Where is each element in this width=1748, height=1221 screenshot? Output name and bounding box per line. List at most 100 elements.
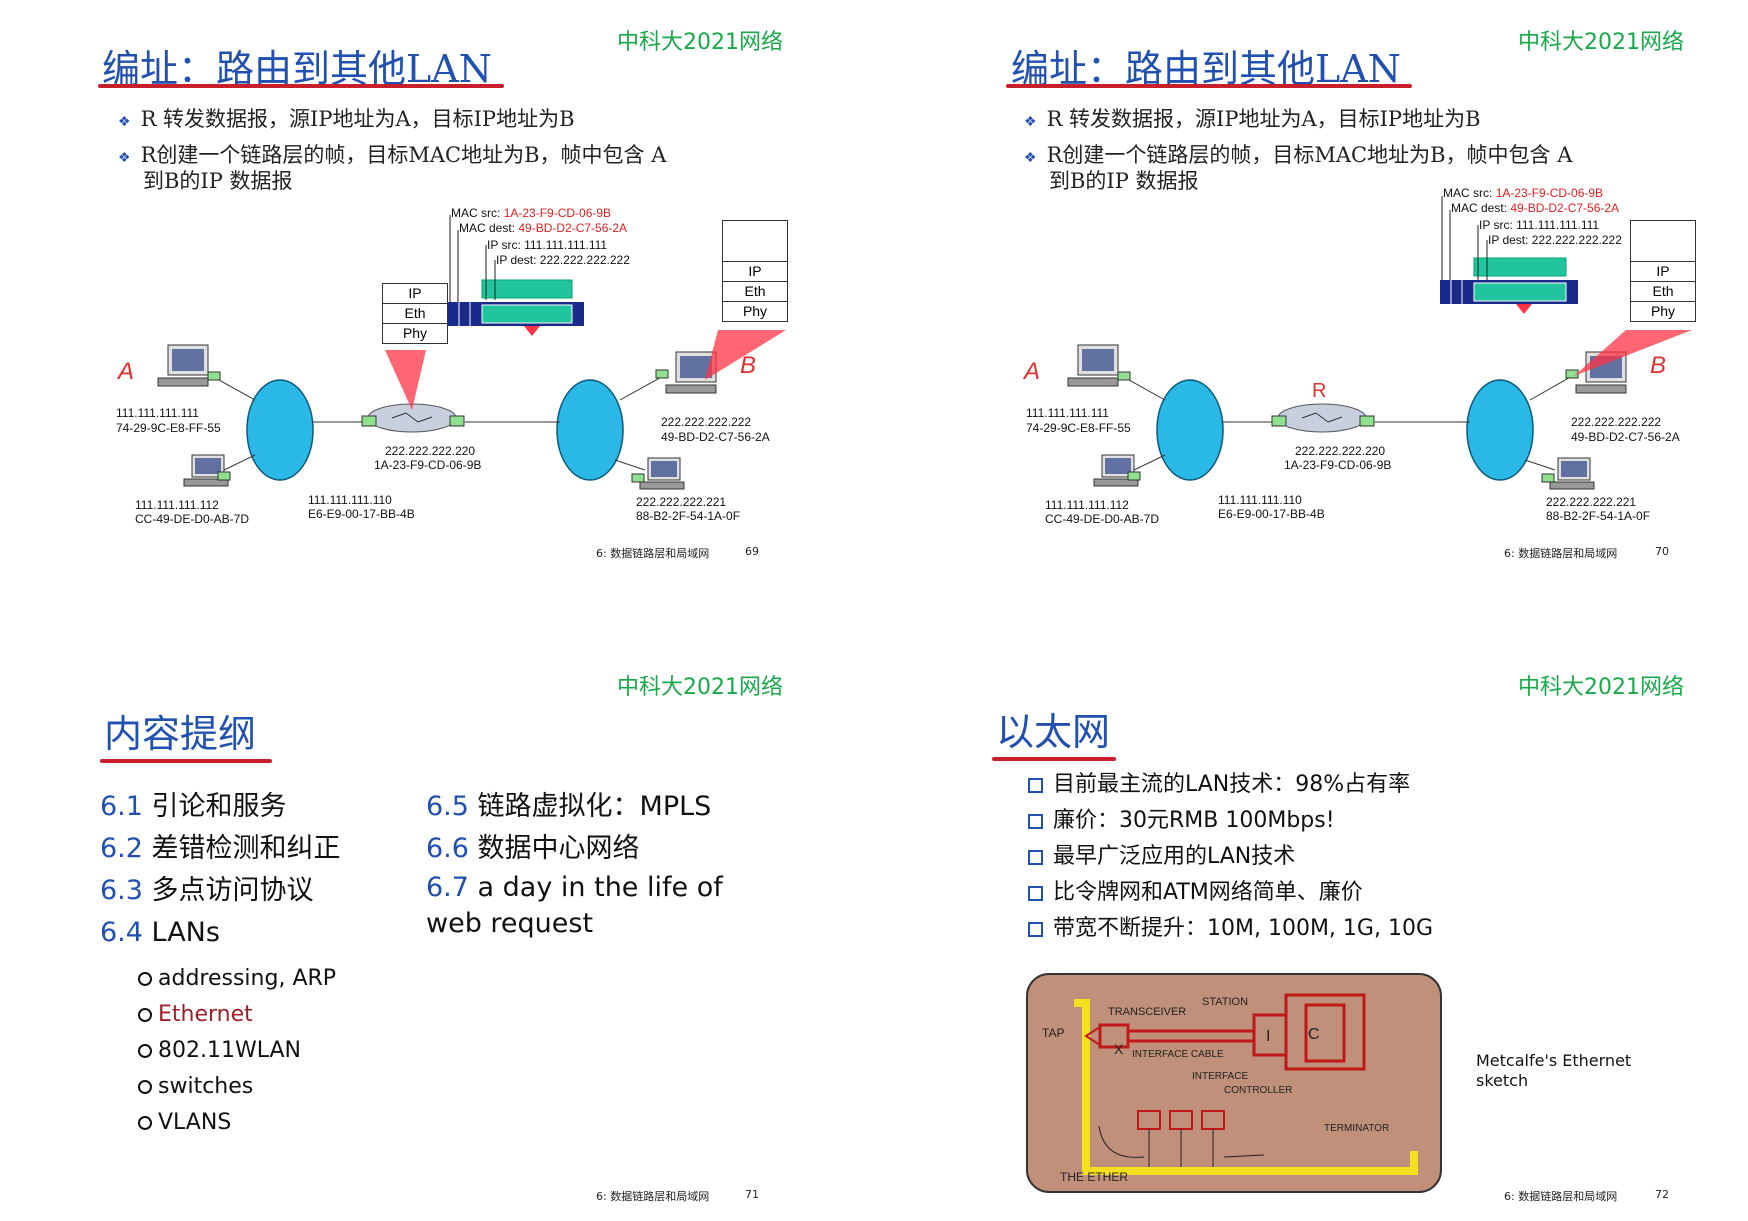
node-r-label: R xyxy=(1312,380,1327,402)
router-left-ip: 111.111.111.110 xyxy=(1218,493,1302,507)
slide-70: 中科大2021网络 编址：路由到其他LAN ❖R 转发数据报，源IP地址为A，目… xyxy=(874,0,1748,610)
slide-title: 编址：路由到其他LAN xyxy=(1011,47,1401,91)
page-number: 69 xyxy=(745,545,759,558)
sub-item: switches xyxy=(138,1069,336,1105)
host-b-stack-top xyxy=(1630,220,1696,262)
bullet-ring-icon xyxy=(138,1008,152,1022)
svg-text:INTERFACE: INTERFACE xyxy=(1192,1071,1248,1082)
slide-71: 中科大2021网络 内容提纲 6.1 引论和服务 6.2 差错检测和纠正 6.3… xyxy=(0,611,874,1221)
mac-src: MAC src: 1A-23-F9-CD-06-9B xyxy=(1443,186,1604,200)
toc-right-column: 6.5 链路虚拟化：MPLS 6.6 数据中心网络 6.7 a day in t… xyxy=(426,786,723,942)
sub-item: Ethernet xyxy=(138,997,336,1033)
diamond-icon: ❖ xyxy=(118,150,131,166)
slide-69: 中科大2021网络 编址：路由到其他LAN ❖R 转发数据报，源IP地址为A，目… xyxy=(0,0,874,610)
host-a-mac: 74-29-9C-E8-FF-55 xyxy=(116,421,221,435)
host-b-mac: 49-BD-D2-C7-56-2A xyxy=(1571,430,1680,444)
svg-text:I: I xyxy=(1266,1028,1270,1045)
bullet-2: ❖R创建一个链路层的帧，目标MAC地址为B，帧中包含 A xyxy=(1024,143,1573,167)
footer-chapter: 6: 数据链路层和局域网 xyxy=(596,547,710,560)
host-b-ip: 222.222.222.222 xyxy=(661,415,752,429)
router-right-ip: 222.222.222.220 xyxy=(385,444,476,458)
page-number: 71 xyxy=(745,1188,759,1201)
host-b-stack-top xyxy=(722,220,788,262)
host-d-mac: 88-B2-2F-54-1A-0F xyxy=(1546,509,1651,523)
router-interface-right xyxy=(449,415,465,427)
host-c-mac: CC-49-DE-D0-AB-7D xyxy=(135,512,250,526)
router-right-mac: 1A-23-F9-CD-06-9B xyxy=(374,458,482,472)
bullet-ring-icon xyxy=(138,1044,152,1058)
svg-text:TERMINATOR: TERMINATOR xyxy=(1324,1123,1389,1134)
toc-item: 6.6 数据中心网络 xyxy=(426,833,640,864)
brand-label: 中科大2021网络 xyxy=(1518,675,1684,700)
slide-title: 编址：路由到其他LAN xyxy=(102,47,492,91)
title-underline xyxy=(100,759,272,763)
footer-chapter: 6: 数据链路层和局域网 xyxy=(1504,1190,1618,1203)
sketch-caption: Metcalfe's Ethernet sketch xyxy=(1476,1051,1632,1090)
router-right-mac: 1A-23-F9-CD-06-9B xyxy=(1284,458,1392,472)
title-underline xyxy=(1006,84,1412,88)
router-left-mac: E6-E9-00-17-BB-4B xyxy=(1218,507,1325,521)
host-c-mac: CC-49-DE-D0-AB-7D xyxy=(1045,512,1160,526)
square-bullet-icon xyxy=(1028,885,1043,901)
host-c-ip: 111.111.111.112 xyxy=(1045,498,1129,512)
ethernet-bullets: 目前最主流的LAN技术：98%占有率 廉价：30元RMB 100Mbps! 最早… xyxy=(1028,767,1433,947)
host-a-mac: 74-29-9C-E8-FF-55 xyxy=(1026,421,1131,435)
bullet-ring-icon xyxy=(138,1116,152,1130)
title-underline xyxy=(992,757,1116,761)
bullet-1: ❖R 转发数据报，源IP地址为A，目标IP地址为B xyxy=(1024,107,1481,131)
svg-text:CONTROLLER: CONTROLLER xyxy=(1224,1085,1292,1096)
node-a-label: A xyxy=(1024,358,1041,385)
square-bullet-icon xyxy=(1028,813,1043,829)
toc-item: 6.3 多点访问协议 xyxy=(100,875,314,906)
router-left-mac: E6-E9-00-17-BB-4B xyxy=(308,507,415,521)
title-underline xyxy=(98,84,504,88)
bullet-2-cont: 到B的IP 数据报 xyxy=(1049,169,1199,193)
bullet-2: ❖R创建一个链路层的帧，目标MAC地址为B，帧中包含 A xyxy=(118,143,667,167)
bullet-item: 最早广泛应用的LAN技术 xyxy=(1028,839,1433,875)
ip-dest: IP dest: 222.222.222.222 xyxy=(1488,233,1622,247)
footer-chapter: 6: 数据链路层和局域网 xyxy=(1504,547,1618,560)
mac-src: MAC src: 1A-23-F9-CD-06-9B xyxy=(451,206,612,220)
toc-subitems: addressing, ARP Ethernet 802.11WLAN swit… xyxy=(138,961,336,1141)
bullet-1: ❖R 转发数据报，源IP地址为A，目标IP地址为B xyxy=(118,107,575,131)
bullet-ring-icon xyxy=(138,972,152,986)
ip-src: IP src: 111.111.111.111 xyxy=(487,238,608,252)
mac-dest: MAC dest: 49-BD-D2-C7-56-2A xyxy=(459,221,628,235)
lan-cloud-left xyxy=(246,379,314,481)
svg-text:TRANSCEIVER: TRANSCEIVER xyxy=(1108,1006,1186,1018)
network-diagram xyxy=(1067,196,1692,490)
mac-dest: MAC dest: 49-BD-D2-C7-56-2A xyxy=(1451,201,1620,215)
ip-src: IP src: 111.111.111.111 xyxy=(1479,218,1600,232)
svg-text:INTERFACE CABLE: INTERFACE CABLE xyxy=(1132,1049,1224,1060)
ip-dest: IP dest: 222.222.222.222 xyxy=(496,253,630,267)
host-d-mac: 88-B2-2F-54-1A-0F xyxy=(636,509,741,523)
brand-label: 中科大2021网络 xyxy=(617,30,783,55)
host-b-mac: 49-BD-D2-C7-56-2A xyxy=(661,430,770,444)
diamond-icon: ❖ xyxy=(1024,150,1037,166)
toc-item: 6.7 a day in the life of xyxy=(426,872,723,903)
node-b-label: B xyxy=(1650,352,1667,379)
router-left-ip: 111.111.111.110 xyxy=(308,493,392,507)
router-interface-left xyxy=(361,415,377,427)
square-bullet-icon xyxy=(1028,777,1043,793)
square-bullet-icon xyxy=(1028,921,1043,937)
square-bullet-icon xyxy=(1028,849,1043,865)
brand-label: 中科大2021网络 xyxy=(1518,30,1684,55)
network-diagram xyxy=(157,215,786,490)
brand-label: 中科大2021网络 xyxy=(617,675,783,700)
toc-left-column: 6.1 引论和服务 6.2 差错检测和纠正 6.3 多点访问协议 6.4 LAN… xyxy=(100,786,341,954)
toc-item: 6.5 链路虚拟化：MPLS xyxy=(426,791,712,822)
host-a-ip: 111.111.111.111 xyxy=(1026,406,1109,420)
host-c-ip: 111.111.111.112 xyxy=(135,498,219,512)
host-a-ip: 111.111.111.111 xyxy=(116,406,199,420)
lan-cloud-right xyxy=(556,379,624,481)
svg-text:THE ETHER: THE ETHER xyxy=(1060,1170,1128,1184)
host-b-ip: 222.222.222.222 xyxy=(1571,415,1662,429)
toc-item: 6.4 LANs xyxy=(100,917,220,948)
svg-text:TAP: TAP xyxy=(1042,1026,1064,1040)
bullet-item: 比令牌网和ATM网络简单、廉价 xyxy=(1028,875,1433,911)
diamond-icon: ❖ xyxy=(1024,114,1037,130)
